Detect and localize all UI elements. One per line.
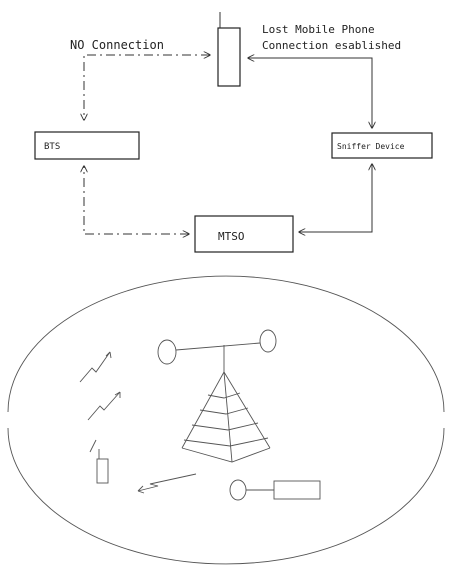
cell-illustration [8, 276, 444, 564]
mtso-label: MTSO [218, 230, 245, 243]
phone-label-lost: Lost Mobile Phone [262, 23, 375, 36]
sniffer-device-label: Sniffer Device [337, 142, 405, 151]
link-sniffer-mtso [299, 164, 372, 232]
link-phone-sniffer [248, 58, 372, 128]
cell-tower-icon [182, 345, 270, 462]
bts-label: BTS [44, 142, 60, 152]
link-mtso-bts [84, 166, 189, 234]
phone-label-connected: Connection esablished [262, 39, 401, 52]
link-phone-bts [84, 55, 210, 120]
mobile-phone-icon [97, 449, 108, 483]
cell-ellipse-bottom [8, 428, 444, 564]
sniffer-device-icon [230, 480, 320, 500]
flow-diagram: Lost Mobile Phone Connection esablished … [35, 12, 432, 252]
no-connection-label: NO Connection [70, 38, 164, 52]
mobile-phone-icon [218, 12, 240, 86]
antenna-dish-icon [158, 330, 276, 364]
